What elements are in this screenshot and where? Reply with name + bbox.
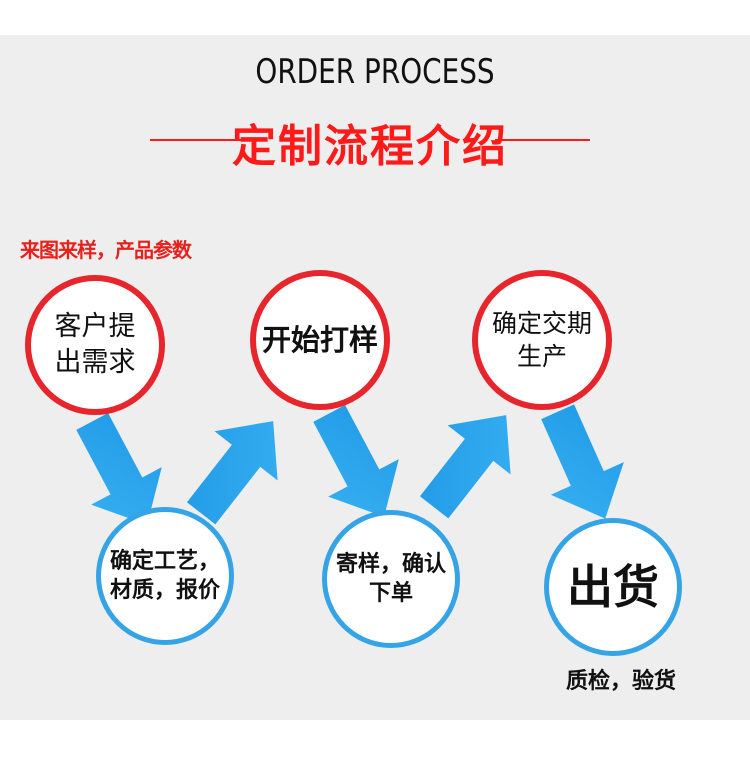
step-label: 客户提 出需求 [54,311,136,378]
step-label: 确定交期 生产 [491,309,592,371]
title-english: ORDER PROCESS [255,52,495,92]
step-circle-sampling: 开始打样 [250,270,390,410]
note-input-materials: 来图来样，产品参数 [20,238,192,262]
step-label: 出货 [567,559,659,614]
step-circle-production: 确定交期 生产 [472,270,612,410]
step-label: 寄样，确认 下单 [335,551,446,606]
note-quality-check: 质检，验货 [566,669,677,694]
step-label: 确定工艺， 材质，报价 [109,548,220,603]
title-chinese: 定制流程介绍 [232,121,508,172]
arrow-down-right-icon [541,404,624,519]
arrow-up-right-icon [186,421,278,525]
step-label: 开始打样 [261,322,378,357]
title-right-rule [495,139,590,141]
arrow-down-right-icon [76,412,162,525]
step-circle-confirm-order: 寄样，确认 下单 [322,510,460,648]
step-circle-process-quote: 确定工艺， 材质，报价 [96,507,234,645]
title-left-rule [150,139,245,141]
arrow-down-right-icon [313,404,399,517]
step-circle-customer-request: 客户提 出需求 [25,275,165,415]
step-circle-shipping: 出货 [544,518,682,656]
arrow-up-right-icon [419,415,511,519]
title-chinese-row: 定制流程介绍 [150,110,590,172]
